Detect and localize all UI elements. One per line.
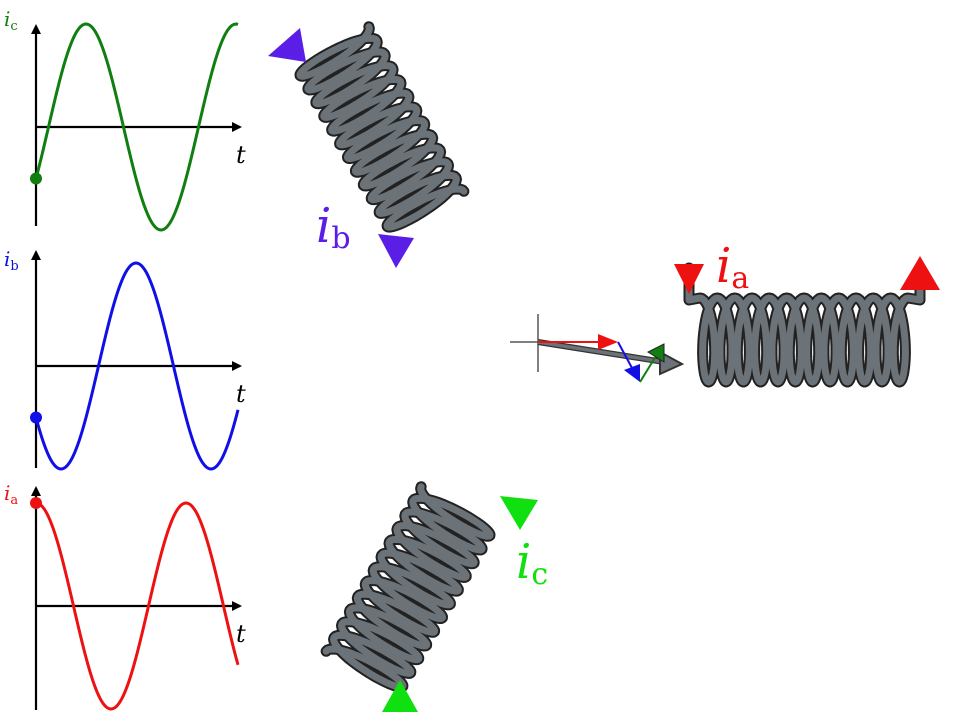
phasor-diagram (510, 314, 685, 383)
time-label-a: t (236, 620, 246, 648)
coil-b-current-out-arrow (378, 234, 414, 268)
coil-b-winding (296, 23, 468, 231)
waveform-c (34, 22, 239, 232)
coil-a-winding (685, 264, 924, 386)
plot-label-c: ic (4, 7, 18, 34)
phasor-a-head (598, 334, 618, 350)
coil-c-label: ic (516, 534, 548, 592)
coil-a-label: ia (716, 238, 749, 296)
phasor-c (639, 355, 657, 383)
phasor-c-head (646, 343, 665, 363)
phase-marker-c (30, 172, 42, 185)
coil-a-current-out-arrow (900, 256, 940, 290)
phase-marker-b (30, 411, 42, 424)
plot-current-b: ib t (4, 247, 246, 471)
plot-label-a: ia (4, 481, 18, 508)
coil-c-winding (322, 483, 494, 691)
resultant-vector-head (659, 350, 685, 376)
phasor-b-head (624, 364, 640, 382)
coil-a: ia (674, 238, 940, 388)
plot-current-c: ic t (4, 7, 246, 232)
plot-label-b: ib (4, 247, 19, 274)
coil-b-label: ib (316, 198, 351, 256)
coil-c-current-out-arrow (500, 496, 538, 530)
coil-c-current-in-arrow (382, 680, 418, 712)
coil-b (294, 21, 470, 233)
coil-b-current-in-arrow (268, 28, 306, 62)
phase-marker-a (30, 497, 42, 509)
waveform-a (35, 501, 240, 711)
waveform-b (34, 261, 240, 471)
phasor-b (617, 341, 633, 369)
plot-current-a: ia t (4, 481, 246, 711)
time-label-c: t (236, 141, 246, 169)
resultant-vector (537, 340, 665, 364)
coil-c (320, 481, 496, 693)
time-label-b: t (236, 380, 246, 408)
coil-a-current-in-arrow (674, 264, 704, 294)
